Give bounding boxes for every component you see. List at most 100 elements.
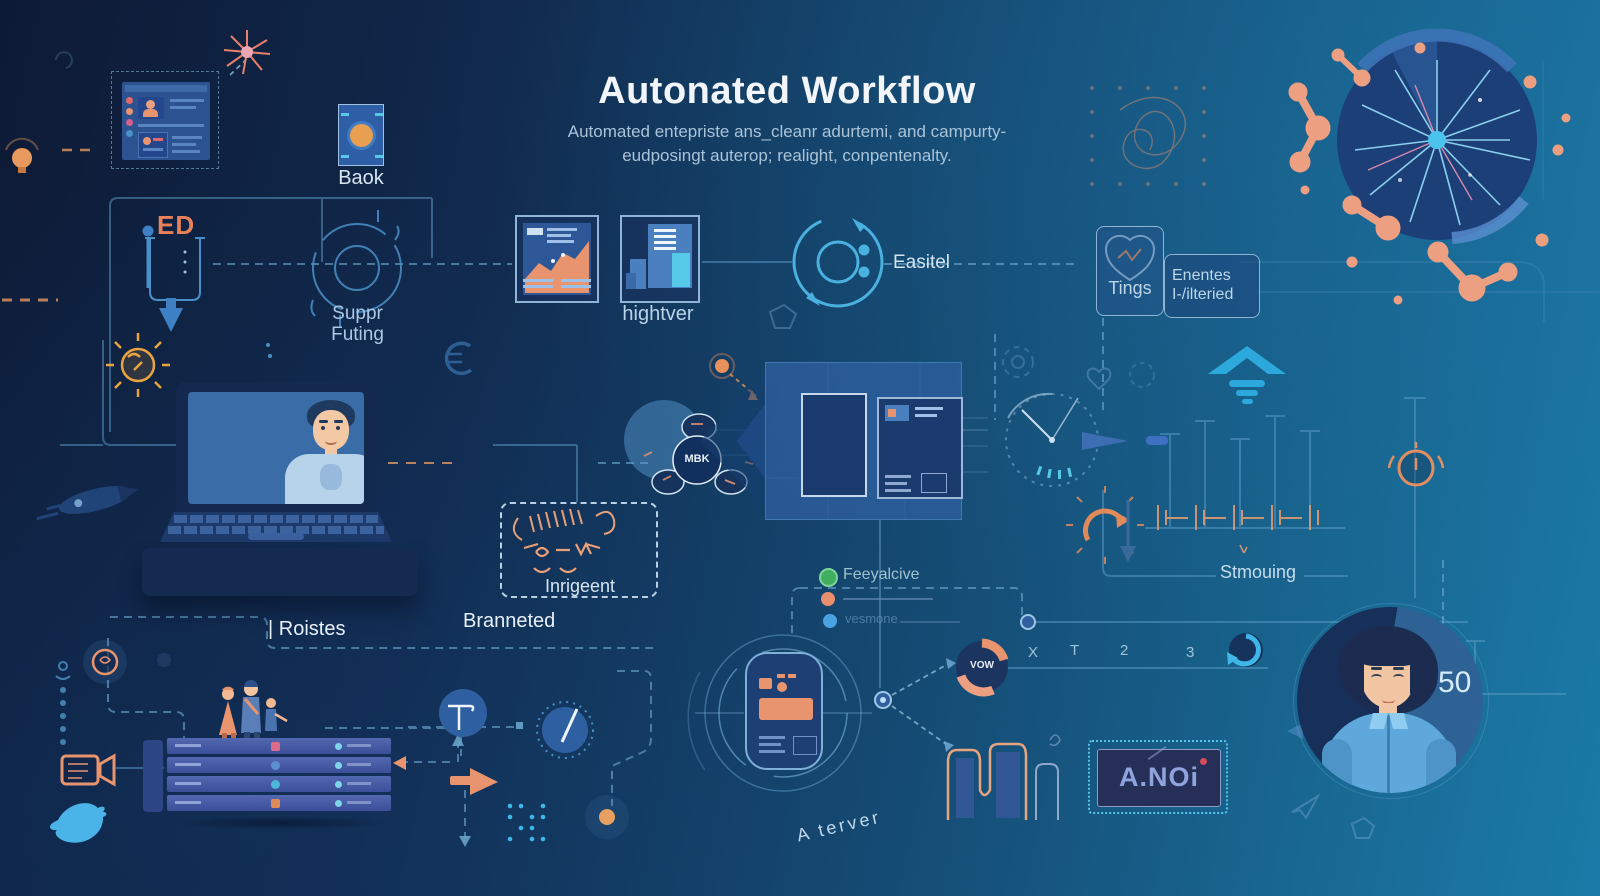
avatar-ring: [1293, 603, 1489, 799]
inrigeent-label: Inrigeent: [544, 576, 616, 596]
enentes-box: [1164, 254, 1260, 318]
hub-rings-icon: [687, 634, 872, 792]
sun-doodle-icon: [106, 333, 170, 397]
funnel-icon: [142, 225, 205, 332]
starburst-icon: [223, 30, 271, 75]
orange-dashes: [2, 148, 757, 464]
clock-circle-icon: [536, 701, 594, 759]
rocket-icon: [36, 486, 139, 521]
tings-box: [1096, 226, 1164, 316]
branneted-label: Branneted: [463, 610, 556, 632]
baok-box: [338, 104, 384, 166]
mbk-label: MBK: [684, 453, 710, 465]
rack-row-2: [167, 757, 391, 773]
baok-label: Baok: [338, 167, 384, 189]
tings-label: Tings: [1108, 278, 1152, 298]
browser-header: [125, 85, 207, 92]
faint-doodles: [55, 51, 1376, 839]
anoi-inner: A.NOi: [1097, 745, 1221, 807]
dashboard-frame: [877, 397, 963, 499]
twitter-icon: [50, 803, 107, 843]
dashed-arrows: [229, 53, 949, 745]
alarm-clock-icon: [1387, 442, 1445, 487]
laptop: [140, 380, 420, 600]
sidebar-dot-2: [126, 108, 133, 115]
process-box: [765, 362, 963, 520]
orange-dot-connector: [709, 353, 735, 379]
vow-label: VOW: [970, 660, 994, 671]
ed-label: ED: [157, 210, 196, 240]
suppr-futing-label: Suppr Futing: [331, 303, 384, 345]
gear-orb-icon: [350, 124, 373, 147]
mbk-cluster-icon: [624, 400, 754, 495]
orange-badge-icon: [83, 640, 171, 684]
capacitor-row-icon: [1157, 505, 1319, 554]
cyan-dots-grid: [507, 803, 546, 842]
status-dot-orange: [821, 592, 835, 606]
curvy-chart-icon: [946, 734, 1061, 820]
avatar: [138, 97, 164, 119]
euro-swirl-icon: [444, 341, 473, 376]
browser-window: [111, 71, 219, 169]
sidebar-dot-3: [126, 119, 133, 126]
laptop-screen: [188, 392, 364, 504]
blue-down-arrow-icon: [1120, 500, 1136, 562]
sidebar-dot-1: [126, 97, 133, 104]
video-camera-icon: [60, 753, 116, 787]
hammer-circle-icon: [439, 689, 487, 737]
sync-ring-icon: [310, 210, 402, 327]
cyan-refresh-icon: [1227, 633, 1263, 667]
area-chart-doc: [515, 215, 599, 303]
browser-panel: [122, 82, 210, 160]
roistes-label: | Roistes: [268, 618, 346, 640]
inrigeent-box: [500, 502, 658, 598]
server-rack: [143, 738, 395, 830]
laptop-touchpad: [248, 533, 304, 540]
gauge-dial-icon: [1005, 392, 1128, 487]
dots-column: [55, 661, 71, 745]
tick-3: 3: [1186, 644, 1195, 661]
person-frame: [801, 393, 867, 497]
status-dot-blue: [823, 614, 837, 628]
rack-row-3: [167, 776, 391, 792]
anoi-label: A.NOi: [1118, 762, 1199, 792]
scribble-grid-icon: [1090, 86, 1206, 186]
enentes-label: Enentes I-/ilteried: [1172, 267, 1234, 303]
page-subtitle-line2: eudposingt auterop; realight, conpentena…: [622, 146, 952, 165]
anoi-badge: A.NOi: [1088, 740, 1228, 814]
chevron-arrow-icon: [700, 372, 765, 508]
tick-2: 2: [1120, 642, 1129, 659]
scribble-art-icon: [512, 508, 616, 574]
status-dot-green: [819, 568, 838, 587]
feeyalcive-label: Feeyalcive: [843, 566, 920, 583]
sidebar-dot-4: [126, 130, 133, 137]
anoi-red-dot: [1200, 758, 1207, 765]
shield-heart-icon: [1104, 234, 1156, 282]
hub-panel: [745, 652, 823, 770]
hightver-label: hightver: [622, 303, 694, 325]
lightbulb-icon: [5, 137, 39, 173]
rack-row-1: [167, 738, 391, 754]
family-figures-icon: [219, 680, 288, 744]
bar-doc: [620, 215, 700, 303]
easitel-label: Easitel: [893, 252, 951, 273]
man-neck: [325, 447, 337, 455]
donut-chart-icon: [956, 638, 1009, 697]
laptop-base-unit: [142, 548, 418, 596]
particle-burst-icon: [1337, 28, 1537, 244]
blue-pill-icon: [1146, 436, 1168, 445]
page-subtitle-line1: Automated entepriste ans_cleanr adurtemi…: [567, 122, 1007, 141]
wifi-up-icon: [1208, 346, 1286, 404]
orange-node-dot: [585, 795, 629, 839]
avatar-card: [138, 132, 168, 158]
vesmone-label: vesmone: [845, 611, 898, 626]
tick-x: X: [1028, 644, 1039, 661]
stmouing-label: Stmouing: [1220, 562, 1297, 582]
rack-row-4: [167, 795, 391, 811]
tick-t: T: [1070, 642, 1080, 659]
woman-avatar: [1297, 607, 1483, 793]
page-title: Autonated Workflow: [598, 70, 976, 112]
fifty-label: 50: [1438, 666, 1472, 699]
refresh-ring-icon: [792, 216, 884, 308]
